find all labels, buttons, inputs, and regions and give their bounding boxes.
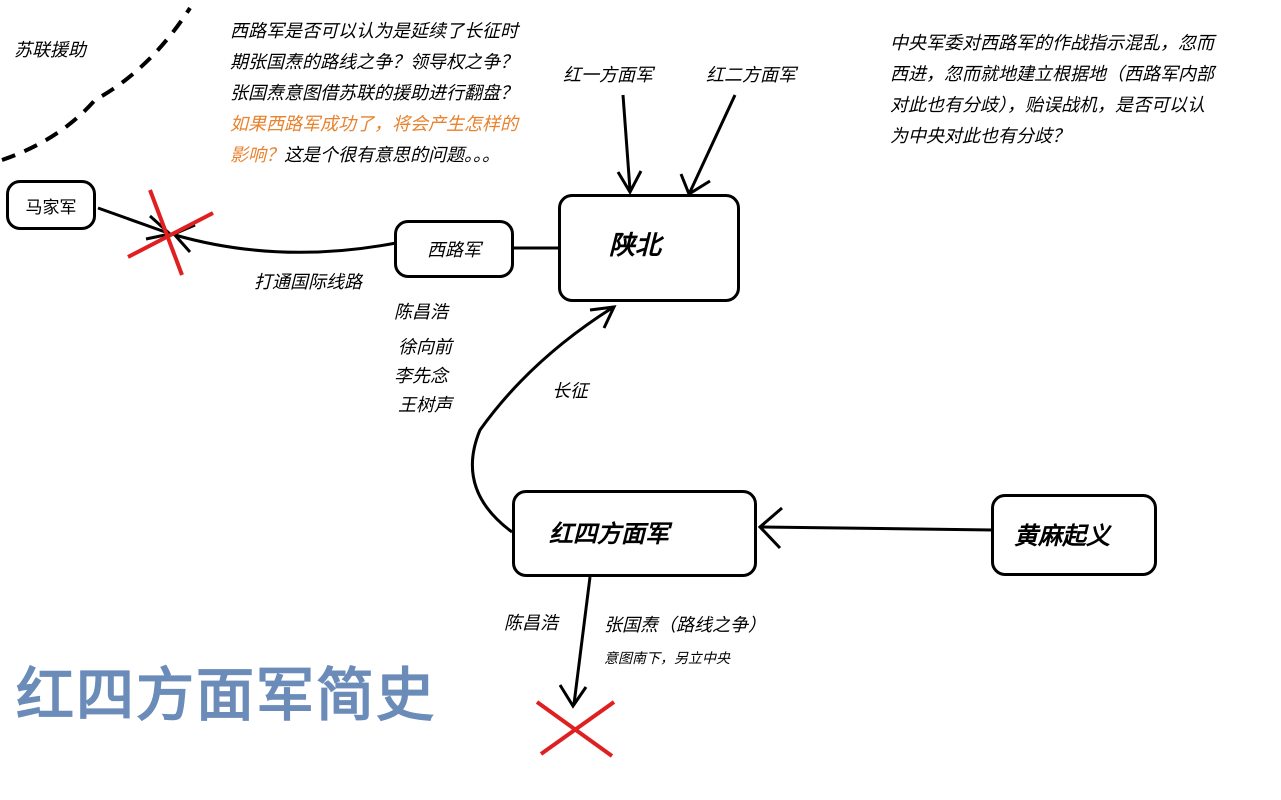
label-sulian: 苏联援助 — [14, 40, 86, 61]
arrow-changzheng — [470, 306, 613, 534]
label-chen2: 陈昌浩 — [504, 613, 558, 634]
label-hongyi: 红一方面军 — [563, 65, 653, 86]
cross-mark-lower — [539, 700, 616, 756]
page-title: 红四方面军简史 — [16, 661, 437, 729]
note-line: 为中央对此也有分歧？ — [890, 126, 1070, 147]
arrow-honger-to-shanbei — [688, 94, 737, 193]
label-chen1: 陈昌浩 — [394, 302, 448, 323]
arrow-majiajun-to-cross — [97, 206, 169, 235]
arrow-xilujun-to-cross — [174, 233, 397, 254]
border-dashed-line — [1, 6, 192, 162]
cross-mark-upper — [148, 189, 184, 276]
node-majiajun-label: 马家军 — [25, 197, 77, 218]
label-zhang: 张国焘（路线之争） — [604, 615, 766, 636]
node-huangma: 黄麻起义 — [991, 494, 1157, 576]
note-line: 中央军委对西路军的作战指示混乱，忽而 — [890, 33, 1214, 54]
note-line: 对此也有分歧），贻误战机，是否可以认 — [890, 95, 1205, 116]
label-yitu: 意图南下，另立中央 — [604, 651, 730, 667]
question-paragraph: 西路军是否可以认为是延续了长征时 期张国焘的路线之争？领导权之争？ 张国焘意图借… — [230, 16, 518, 171]
question-tail: 这是个很有意思的问题。。。 — [284, 145, 500, 166]
question-highlight: 影响？ — [230, 145, 284, 166]
arrowhead — [558, 684, 588, 709]
question-line-highlight: 如果西路军成功了，将会产生怎样的 — [230, 114, 518, 135]
node-shanbei: 陕北 — [558, 194, 740, 302]
label-changzheng: 长征 — [552, 381, 588, 402]
arrowhead — [589, 305, 617, 329]
arrow-huangma-to-hongsi — [759, 525, 994, 532]
label-li: 李先念 — [394, 366, 448, 387]
node-xilujun: 西路军 — [394, 220, 514, 278]
node-hongsi: 红四方面军 — [512, 490, 757, 577]
question-line: 期张国焘的路线之争？领导权之争？ — [230, 52, 518, 73]
node-xilujun-label: 西路军 — [427, 240, 481, 261]
label-datong: 打通国际线路 — [254, 272, 362, 293]
node-shanbei-label: 陕北 — [609, 230, 662, 261]
node-hongsi-label: 红四方面军 — [549, 520, 669, 548]
question-line: 影响？这是个很有意思的问题。。。 — [230, 140, 518, 171]
label-xu: 徐向前 — [398, 337, 452, 358]
node-huangma-label: 黄麻起义 — [1014, 521, 1110, 550]
arrowhead — [616, 170, 643, 196]
label-honger: 红二方面军 — [706, 65, 796, 86]
arrowhead — [757, 506, 783, 550]
note-line: 西进，忽而就地建立根据地（西路军内部 — [890, 64, 1214, 85]
cross-mark-upper — [127, 211, 214, 259]
question-line: 西路军是否可以认为是延续了长征时 — [230, 21, 518, 42]
arrow-hongsi-to-cross — [572, 576, 592, 705]
arrow-hongyi-to-shanbei — [621, 94, 632, 191]
node-majiajun: 马家军 — [6, 180, 96, 230]
question-line: 张国焘意图借苏联的援助进行翻盘？ — [230, 83, 518, 104]
note-paragraph: 中央军委对西路军的作战指示混乱，忽而 西进，忽而就地建立根据地（西路军内部 对此… — [890, 28, 1214, 152]
label-wang: 王树声 — [398, 395, 452, 416]
